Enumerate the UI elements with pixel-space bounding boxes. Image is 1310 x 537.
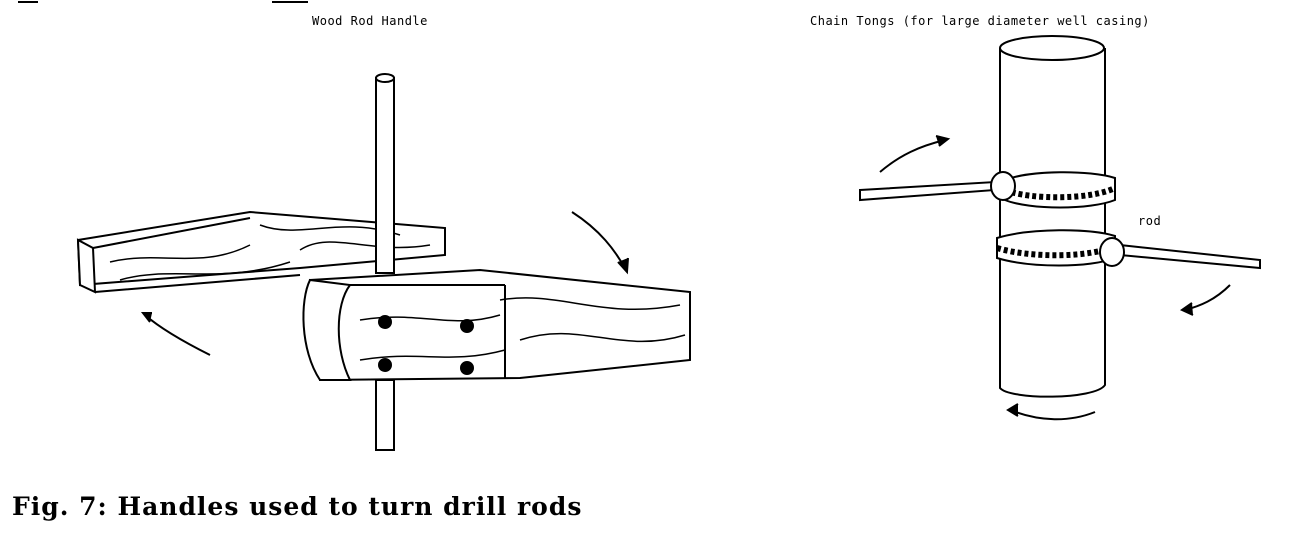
chain-tongs-title: Chain Tongs (for large diameter well cas… bbox=[810, 14, 1150, 28]
chain-tongs-drawing bbox=[859, 35, 1261, 421]
rod-label: rod bbox=[1138, 214, 1162, 228]
wood-rod-handle-drawing bbox=[76, 73, 691, 451]
wood-rod-handle-title: Wood Rod Handle bbox=[312, 14, 428, 28]
figure-caption: Fig. 7: Handles used to turn drill rods bbox=[12, 492, 583, 521]
